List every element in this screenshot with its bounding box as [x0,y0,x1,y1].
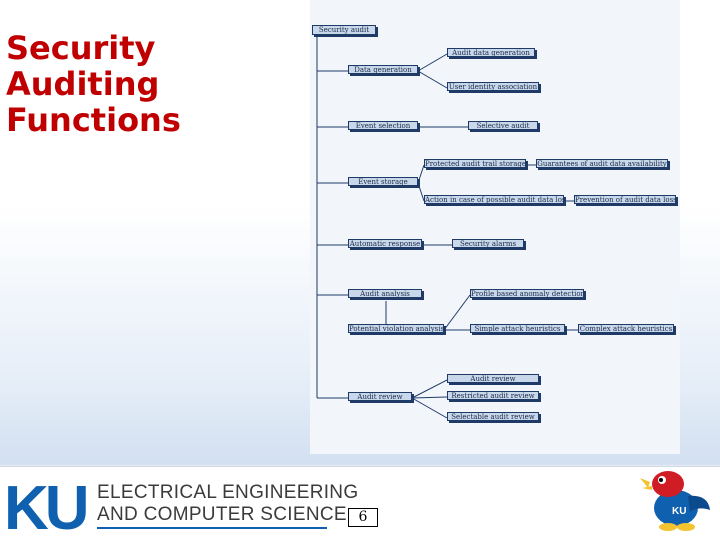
node-label: Profile based anomaly detection [470,289,584,298]
svg-text:KU: KU [672,506,686,517]
node-label: Selectable audit review [447,412,539,421]
node-audit-review: Audit review [348,392,414,403]
node-security-audit: Security audit [312,25,378,37]
node-audit-data-generation: Audit data generation [447,48,537,59]
department-line-2: AND COMPUTER SCIENCE [97,504,347,525]
department-name: ELECTRICAL ENGINEERING AND COMPUTER SCIE… [97,482,358,526]
node-audit-review-sub: Audit review [447,374,541,385]
node-label: Audit data generation [447,48,535,57]
node-label: Security alarms [452,239,524,248]
node-label: Protected audit trail storage [424,159,526,168]
department-line-1: ELECTRICAL ENGINEERING [97,482,359,503]
node-prevention-of-audit-data-loss: Prevention of audit data loss [574,195,678,206]
footer-divider [0,466,720,467]
node-label: Potential violation analysis [348,324,444,333]
department-underline [97,527,327,529]
node-profile-based-anomaly-detection: Profile based anomaly detection [470,289,586,300]
slide-title-line-2: Auditing [6,65,160,103]
security-audit-diagram: Security audit Data generation Audit dat… [310,0,680,454]
node-label: Audit review [447,374,539,383]
node-label: Data generation [348,65,418,74]
node-protected-audit-trail-storage: Protected audit trail storage [424,159,528,170]
node-event-selection: Event selection [348,121,420,132]
ku-logo: KU [4,474,90,543]
slide-title: Security Auditing Functions [6,30,206,138]
node-label: Event storage [348,177,418,186]
slide-title-line-1: Security [6,29,156,67]
node-label: Audit review [348,392,412,401]
node-label: Audit analysis [348,289,422,298]
node-data-generation: Data generation [348,65,420,76]
node-automatic-response: Automatic response [348,239,424,250]
node-restricted-audit-review: Restricted audit review [447,391,541,402]
node-label: Event selection [348,121,418,130]
node-label: Guarantees of audit data availability [536,159,668,168]
node-selectable-audit-review: Selectable audit review [447,412,541,423]
node-action-in-case-of-possible-audit-data-loss: Action in case of possible audit data lo… [424,195,566,206]
node-simple-attack-heuristics: Simple attack heuristics [470,324,567,335]
node-potential-violation-analysis: Potential violation analysis [348,324,446,335]
node-label: Security audit [312,25,376,35]
node-label: Automatic response [348,239,422,248]
node-label: User identity association [447,82,539,91]
node-audit-analysis: Audit analysis [348,289,424,300]
node-complex-attack-heuristics: Complex attack heuristics [578,324,676,335]
page-number: 6 [348,508,378,527]
node-label: Restricted audit review [447,391,539,400]
node-user-identity-association: User identity association [447,82,541,93]
node-label: Complex attack heuristics [578,324,674,333]
node-guarantees-of-audit-data-availability: Guarantees of audit data availability [536,159,670,170]
node-label: Simple attack heuristics [470,324,565,333]
node-label: Selective audit [468,121,538,130]
node-label: Action in case of possible audit data lo… [424,195,564,204]
node-event-storage: Event storage [348,177,420,188]
node-label: Prevention of audit data loss [574,195,676,204]
jayhawk-mascot-icon: KU [638,466,714,532]
node-selective-audit: Selective audit [468,121,540,132]
slide-title-line-3: Functions [6,101,181,139]
node-security-alarms: Security alarms [452,239,526,250]
